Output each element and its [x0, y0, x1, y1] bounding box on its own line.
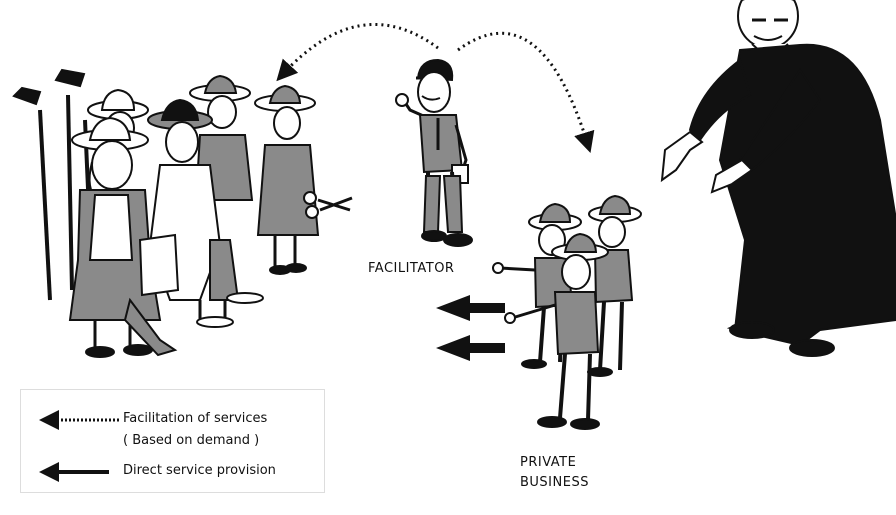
private-business-label: PRIVATE BUSINESS: [520, 453, 589, 493]
farmer-back-3: [254, 84, 320, 275]
hoe-tool-icon: [66, 94, 74, 291]
shears-icon: [303, 191, 353, 219]
hoe-tool-icon: [38, 109, 52, 301]
facilitator-figure: [395, 58, 473, 247]
dotted-arrow-right: [457, 31, 595, 154]
dotted-arrow-legend-icon: [39, 410, 121, 430]
facilitator-label: FACILITATOR: [368, 261, 455, 276]
legend-facilitation-text: Facilitation of services: [123, 411, 268, 426]
private-business-line2: BUSINESS: [520, 475, 589, 490]
farmers-group: [12, 68, 353, 358]
farmer-front-woman: [68, 116, 162, 358]
legend-item-direct: Direct service provision: [21, 462, 324, 484]
farmer-clipboard: [123, 233, 180, 357]
legend-facilitation-subtext: ( Based on demand ): [123, 433, 260, 448]
solid-arrow-bottom: [436, 335, 505, 361]
private-business-line1: PRIVATE: [520, 455, 577, 470]
private-business-group: [492, 194, 642, 430]
businessman-figure: [660, 0, 896, 357]
legend-box: Facilitation of services ( Based on dema…: [20, 389, 325, 493]
direct-provision-arrows: [436, 295, 505, 361]
legend-item-facilitation: Facilitation of services ( Based on dema…: [21, 410, 324, 455]
solid-arrow-legend-icon: [39, 462, 109, 482]
facilitation-arrows: [276, 23, 595, 154]
solid-arrow-top: [436, 295, 505, 321]
legend-direct-text: Direct service provision: [123, 463, 276, 478]
dotted-arrow-left: [276, 23, 439, 82]
